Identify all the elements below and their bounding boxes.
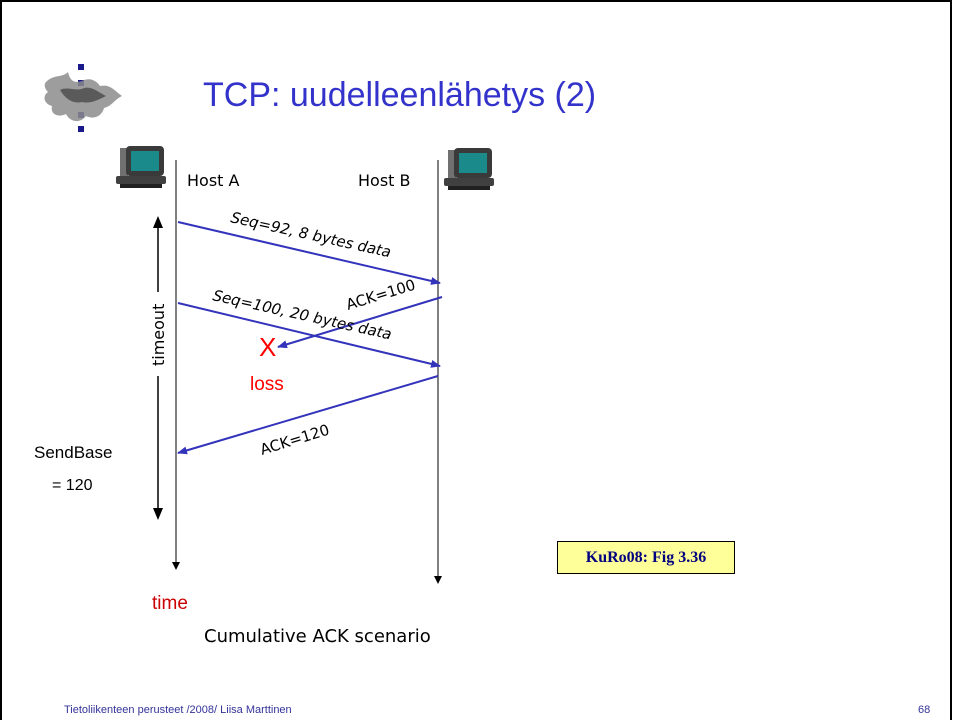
loss-label: loss [250,374,284,395]
loss-x-marker: X [259,332,276,362]
university-logo-icon [44,64,122,132]
ack120-arrow [177,375,439,455]
sendbase-label: SendBase [34,443,112,462]
ack100-arrow [277,296,443,349]
host-a-label: Host A [187,171,240,190]
time-label: time [152,593,188,614]
host-b-label: Host B [358,171,411,190]
timeout-arrow-up [153,216,163,228]
computer-icon [444,148,494,190]
timeout-arrow-down [153,508,163,520]
segment-seq92-arrow [177,221,441,285]
segment-seq100-arrow [177,302,441,368]
page-number: 68 [918,704,931,716]
slide-title: TCP: uudelleenlähetys (2) [203,76,597,114]
sendbase-value: = 120 [52,477,93,494]
footer-text: Tietoliikenteen perusteet /2008/ Liisa M… [64,704,292,716]
diagram-caption: Cumulative ACK scenario [204,626,431,647]
timeout-label: timeout [149,304,168,366]
computer-icon [116,146,166,188]
reference-box: KuRo08: Fig 3.36 [557,541,735,574]
